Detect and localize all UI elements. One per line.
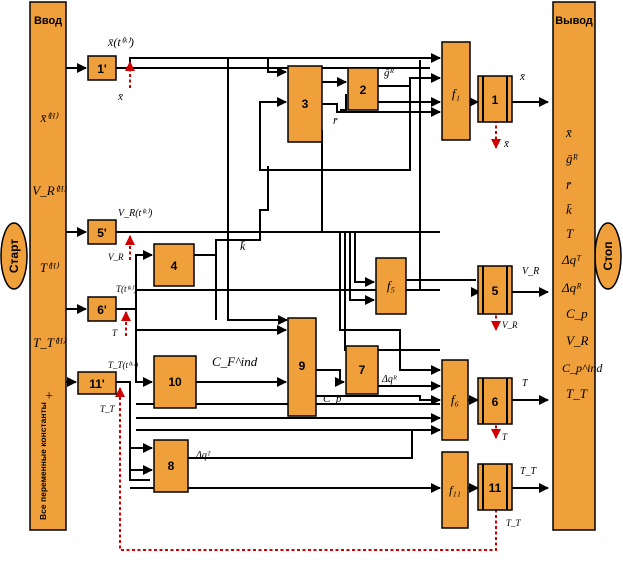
output-panel: Вывод x̄ ḡᴿ r̄ k̄ T Δqᵀ Δqᴿ C_p V_R C_p^… <box>552 1 603 531</box>
block-9: 9 <box>287 317 317 417</box>
signal-labels: x̄(t⁽ᵏ⁾) x̄ ḡᴿ r̄ x̄ x̄ V_R(t⁽ᵏ⁾) V_R k̄… <box>100 35 539 528</box>
svg-text:f₁: f₁ <box>452 86 460 101</box>
input-panel-footer: Все переменные константы <box>38 402 48 520</box>
block-out-6: 6 <box>477 377 513 425</box>
block-7: 7 <box>345 345 379 395</box>
label-vr-out: V_R <box>522 266 539 277</box>
label-r-bar: r̄ <box>333 115 338 127</box>
output-item-gr: ḡᴿ <box>566 151 579 166</box>
output-item-dqr: Δqᴿ <box>561 280 582 295</box>
label-x-in: x̄ <box>117 91 123 103</box>
svg-text:8: 8 <box>168 459 175 473</box>
block-out-11: 11 <box>477 463 513 511</box>
input-row-vr: V_R⁽ᴴ⁾ <box>32 183 67 198</box>
svg-text:5': 5' <box>97 226 107 240</box>
label-dq-t: Δqᵀ <box>195 450 212 461</box>
output-item-t: T <box>566 226 574 241</box>
svg-text:f₆: f₆ <box>451 392 459 407</box>
block-5-prime: 5' <box>87 219 117 245</box>
block-3: 3 <box>287 65 323 143</box>
svg-text:5: 5 <box>492 284 499 298</box>
input-row-t: T⁽ᴴ⁾ <box>40 260 60 275</box>
block-f1: f₁ <box>441 41 471 141</box>
svg-text:4: 4 <box>171 259 178 273</box>
output-item-cp: C_p <box>566 306 588 321</box>
label-x-fb: x̄ <box>503 138 509 150</box>
block-f6: f₆ <box>441 359 469 441</box>
output-item-dqt: Δqᵀ <box>561 252 582 267</box>
block-11-prime: 11' <box>77 371 117 395</box>
label-vr-tk: V_R(t⁽ᵏ⁾) <box>118 208 153 219</box>
label-tt-out-fb: T_T <box>506 518 522 528</box>
block-f11: f₁₁ <box>441 451 469 529</box>
stop-terminal: Стоп <box>594 222 622 290</box>
label-t-tk: T(t⁽ᵏ⁾) <box>116 284 136 294</box>
label-dq-r: Δqᴿ <box>381 374 397 385</box>
input-row-tt: T_T⁽ᴴ⁾ <box>33 335 67 350</box>
label-tt-out: T_T <box>520 466 538 477</box>
svg-text:1': 1' <box>97 62 107 76</box>
output-item-vr: V_R <box>566 333 588 348</box>
svg-text:11': 11' <box>89 377 105 391</box>
svg-text:9: 9 <box>299 359 306 373</box>
label-vr-fb: V_R <box>108 252 124 262</box>
output-item-k: k̄ <box>566 202 572 217</box>
label-x-out: x̄ <box>519 71 525 83</box>
block-10: 10 <box>153 355 197 409</box>
input-panel: Ввод x̄⁽ᴴ⁾ V_R⁽ᴴ⁾ T⁽ᴴ⁾ T_T⁽ᴴ⁾ + Все пере… <box>29 1 68 531</box>
label-cf-ind: C_F^ind <box>212 354 258 369</box>
input-row-x: x̄⁽ᴴ⁾ <box>40 110 60 125</box>
output-item-x: x̄ <box>565 125 572 140</box>
label-k-bar: k̄ <box>240 239 246 253</box>
label-t-fb: T <box>112 328 118 338</box>
block-4: 4 <box>153 243 195 287</box>
label-tt-tk: T_T(t⁽ᵏ⁾) <box>108 360 138 370</box>
block-1-prime: 1' <box>87 55 117 81</box>
svg-text:6': 6' <box>97 303 107 317</box>
block-8: 8 <box>153 439 189 493</box>
label-t-out-fb: T <box>502 432 508 442</box>
svg-text:f₁₁: f₁₁ <box>449 483 461 497</box>
svg-text:10: 10 <box>168 375 182 389</box>
block-out-1: 1 <box>477 75 513 123</box>
label-vr-out-fb: V_R <box>502 320 518 330</box>
start-label: Старт <box>7 239 21 273</box>
svg-text:2: 2 <box>360 83 367 97</box>
svg-text:11: 11 <box>489 481 502 495</box>
label-g-r: ḡᴿ <box>384 67 395 79</box>
output-item-r: r̄ <box>566 177 572 192</box>
svg-text:f₅: f₅ <box>387 278 395 293</box>
stop-label: Стоп <box>601 242 615 271</box>
input-panel-title: Ввод <box>34 15 62 27</box>
svg-text:6: 6 <box>492 395 499 409</box>
input-row-plus: + <box>44 389 53 404</box>
label-t-out: T <box>522 378 529 389</box>
svg-text:3: 3 <box>302 97 309 111</box>
start-terminal: Старт <box>0 222 28 290</box>
label-x-tk: x̄(t⁽ᵏ⁾) <box>107 35 134 49</box>
output-item-cp-ind: C_p^ind <box>562 361 603 375</box>
svg-text:7: 7 <box>359 363 366 377</box>
block-f5: f₅ <box>375 257 407 315</box>
block-out-5: 5 <box>477 265 513 315</box>
block-6-prime: 6' <box>87 296 117 322</box>
svg-text:1: 1 <box>492 93 499 107</box>
label-cp: C_p <box>323 393 342 405</box>
output-item-tt: T_T <box>566 386 588 401</box>
label-tt-fb: T_T <box>100 404 116 414</box>
output-panel-title: Вывод <box>555 15 593 27</box>
block-2: 2 <box>347 67 379 111</box>
